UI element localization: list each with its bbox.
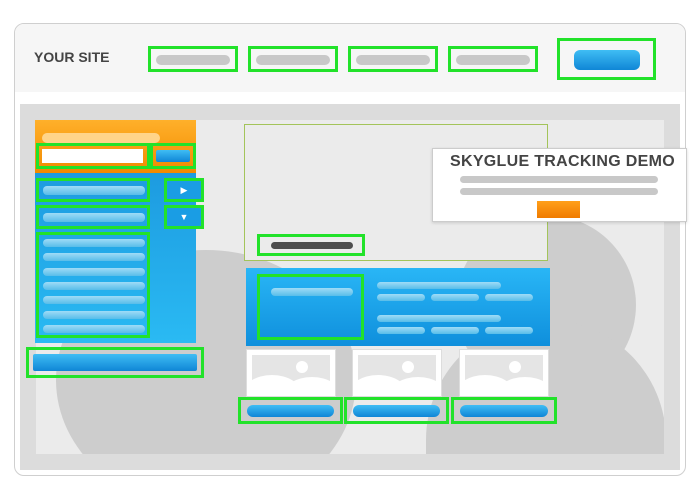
nav-item-4-placeholder — [456, 55, 530, 65]
feature-text-line — [377, 282, 501, 289]
thumbnail-1[interactable] — [246, 349, 336, 397]
feature-heading-placeholder — [271, 288, 353, 296]
feature-text-line — [431, 327, 479, 334]
feature-panel — [246, 268, 550, 346]
sidebar-bottom-button-face — [33, 354, 197, 371]
arrow-right-icon: ▶ — [180, 184, 188, 195]
image-placeholder-icon — [252, 355, 330, 393]
sidebar-menu-item-expandable-1[interactable] — [36, 178, 150, 202]
feature-highlight-box[interactable] — [257, 274, 364, 340]
chevron-down-icon: ▼ — [179, 212, 189, 222]
sidebar-dropdown-button[interactable]: ▼ — [164, 205, 204, 229]
image-placeholder-icon — [358, 355, 436, 393]
nav-item-3-placeholder — [356, 55, 430, 65]
sidebar-search-input[interactable] — [36, 143, 150, 169]
thumbnail-1-button[interactable] — [238, 397, 343, 424]
feature-text-line — [485, 294, 533, 301]
sidebar-search-button[interactable] — [150, 143, 196, 169]
header-cta-button[interactable] — [557, 38, 656, 80]
thumbnail-1-button-face — [247, 405, 334, 417]
sidebar-search-field — [42, 149, 143, 163]
sidebar-menu-item-1-placeholder — [43, 186, 145, 195]
site-logo[interactable]: YOUR SITE — [34, 49, 110, 65]
sidebar-expand-button[interactable]: ▶ — [164, 178, 204, 202]
feature-text-line — [485, 327, 533, 334]
popup-text-line-2 — [460, 188, 658, 195]
feature-text-line — [377, 315, 501, 322]
feature-text-line — [377, 327, 425, 334]
thumbnail-3-button[interactable] — [451, 397, 557, 424]
thumbnail-3-button-face — [460, 405, 548, 417]
sidebar-menu-item-2-placeholder — [43, 213, 145, 222]
thumbnail-2[interactable] — [352, 349, 442, 397]
popup-text-line-1 — [460, 176, 658, 183]
sidebar-search-button-face — [156, 150, 190, 162]
popup-title: SKYGLUE TRACKING DEMO — [450, 153, 675, 170]
image-placeholder-icon — [465, 355, 543, 393]
nav-item-4[interactable] — [448, 46, 538, 72]
submenu-item[interactable] — [43, 296, 145, 304]
video-progress-bar[interactable] — [257, 234, 365, 256]
sidebar-menu-item-expandable-2[interactable] — [36, 205, 150, 229]
nav-item-2-placeholder — [256, 55, 330, 65]
sidebar-bottom-button[interactable] — [26, 347, 204, 378]
thumbnail-3[interactable] — [459, 349, 549, 397]
submenu-item[interactable] — [43, 239, 145, 247]
submenu-item[interactable] — [43, 268, 145, 276]
feature-text-line — [431, 294, 479, 301]
popup-action-button[interactable] — [537, 201, 580, 218]
header-cta-button-face — [574, 50, 640, 70]
submenu-item[interactable] — [43, 282, 145, 290]
submenu-item[interactable] — [43, 325, 145, 333]
nav-item-2[interactable] — [248, 46, 338, 72]
nav-item-3[interactable] — [348, 46, 438, 72]
video-progress-track — [271, 242, 353, 249]
sidebar-header-panel — [35, 120, 196, 173]
feature-text-line — [377, 294, 425, 301]
submenu-item[interactable] — [43, 311, 145, 319]
thumbnail-2-button-face — [353, 405, 440, 417]
nav-item-1-placeholder — [156, 55, 230, 65]
nav-item-1[interactable] — [148, 46, 238, 72]
sidebar-header-placeholder — [42, 133, 160, 143]
sidebar-submenu-list[interactable] — [36, 232, 150, 338]
submenu-item[interactable] — [43, 253, 145, 261]
thumbnail-2-button[interactable] — [344, 397, 449, 424]
